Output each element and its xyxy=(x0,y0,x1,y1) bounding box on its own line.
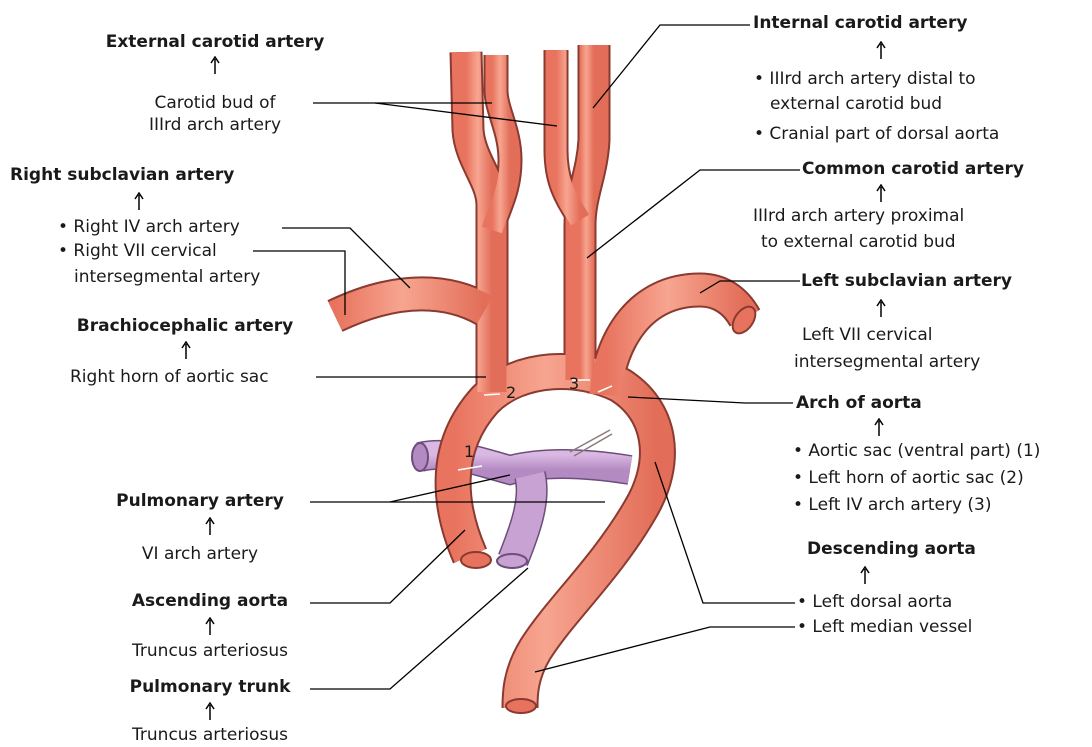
arrow-up-icon xyxy=(873,418,885,436)
right-subclavian-item3: intersegmental artery xyxy=(74,266,260,288)
arrow-up-icon xyxy=(875,184,887,202)
arrow-up-icon xyxy=(133,192,145,210)
arrow-up-icon xyxy=(204,702,216,720)
common-carotid-origin2: to external carotid bud xyxy=(761,231,956,253)
arrow-up-icon xyxy=(209,56,221,74)
arrow-up-icon xyxy=(204,517,216,535)
right-subclavian-item2: • Right VII cervical xyxy=(58,240,217,262)
arch-of-aorta-title: Arch of aorta xyxy=(796,392,922,414)
ascending-aorta-origin: Truncus arteriosus xyxy=(100,640,320,662)
arrow-up-icon xyxy=(859,566,871,584)
right-subclavian-item1: • Right IV arch artery xyxy=(58,216,240,238)
descending-aorta-title: Descending aorta xyxy=(807,538,976,560)
descending-aorta-item2: • Left median vessel xyxy=(797,616,972,638)
external-carotid-origin: Carotid bud of IIIrd arch artery xyxy=(110,92,320,136)
number-3: 3 xyxy=(569,374,579,393)
pulmonary-artery-title: Pulmonary artery xyxy=(90,490,310,512)
arch-of-aorta-item1: • Aortic sac (ventral part) (1) xyxy=(793,440,1040,462)
common-carotid-title: Common carotid artery xyxy=(802,158,1024,180)
pulmonary-artery-origin: VI arch artery xyxy=(90,543,310,565)
pulmonary-trunk-title: Pulmonary trunk xyxy=(100,676,320,698)
internal-carotid-item3: • Cranial part of dorsal aorta xyxy=(754,123,999,145)
arrow-up-icon xyxy=(204,617,216,635)
left-subclavian-origin1: Left VII cervical xyxy=(802,324,933,346)
pulmonary-trunk-origin: Truncus arteriosus xyxy=(100,724,320,746)
descending-aorta-item1: • Left dorsal aorta xyxy=(797,591,952,613)
brachiocephalic-origin: Right horn of aortic sac xyxy=(70,366,269,388)
brachiocephalic-title: Brachiocephalic artery xyxy=(60,315,310,337)
arrow-up-icon xyxy=(875,41,887,59)
right-subclavian-title: Right subclavian artery xyxy=(10,164,234,186)
internal-carotid-item2: external carotid bud xyxy=(770,93,942,115)
internal-carotid-title: Internal carotid artery xyxy=(753,12,967,34)
ascending-aorta-title: Ascending aorta xyxy=(100,590,320,612)
left-subclavian-title: Left subclavian artery xyxy=(801,270,1012,292)
common-carotid-origin1: IIIrd arch artery proximal xyxy=(753,205,964,227)
external-carotid-title: External carotid artery xyxy=(90,31,340,53)
internal-carotid-item1: • IIIrd arch artery distal to xyxy=(754,68,976,90)
arch-of-aorta-item2: • Left horn of aortic sac (2) xyxy=(793,467,1024,489)
number-2: 2 xyxy=(506,383,516,402)
number-1: 1 xyxy=(464,442,474,461)
left-subclavian-origin2: intersegmental artery xyxy=(794,351,980,373)
arrow-up-icon xyxy=(180,341,192,359)
arrow-up-icon xyxy=(875,299,887,317)
arterial-tree xyxy=(335,45,760,713)
arch-of-aorta-item3: • Left IV arch artery (3) xyxy=(793,494,992,516)
